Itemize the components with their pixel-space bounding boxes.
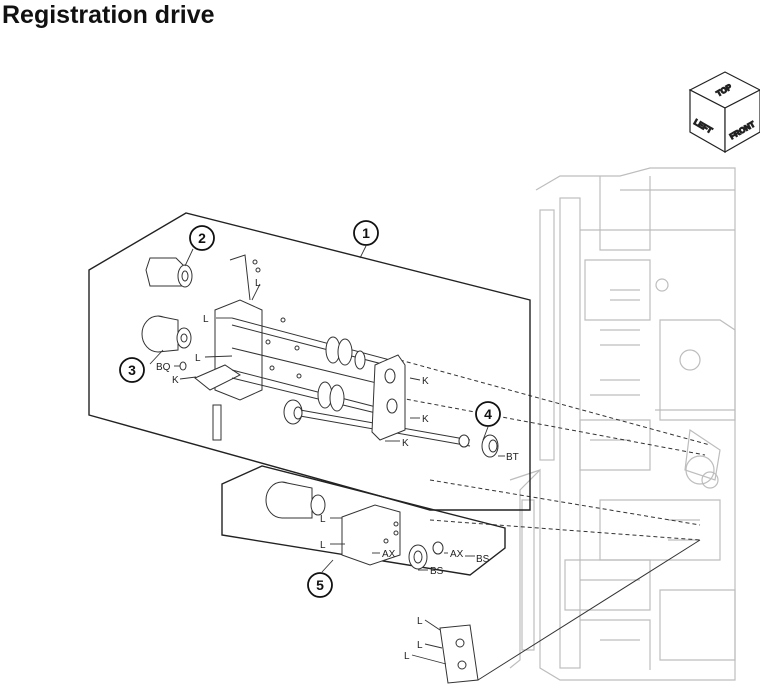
label-l: L [404, 651, 410, 662]
svg-text:5: 5 [316, 577, 324, 593]
label-ax: AX [382, 549, 396, 560]
assembly-1-outline [88, 212, 531, 511]
label-l: L [195, 353, 201, 364]
assembly-5-parts [265, 481, 444, 570]
svg-text:1: 1 [362, 225, 370, 241]
svg-text:3: 3 [128, 362, 136, 378]
label-l: L [417, 616, 423, 627]
label-l: L [320, 540, 326, 551]
orientation-cube: TOP LEFT FRONT [688, 71, 760, 154]
svg-text:2: 2 [198, 230, 206, 246]
label-bt: BT [506, 452, 519, 463]
callout-5: 5 [307, 572, 333, 598]
label-l: L [417, 640, 423, 651]
printer-frame [509, 167, 736, 681]
label-bs: BS [476, 554, 490, 565]
label-l: L [255, 278, 261, 289]
label-ax: AX [450, 549, 464, 560]
callout-2: 2 [189, 225, 215, 251]
label-k: K [402, 438, 409, 449]
label-l: L [203, 314, 209, 325]
callout-4: 4 [475, 401, 501, 427]
part-labels: L L L BQ K K K K BT L L AX AX BS BS L L … [156, 278, 519, 662]
callout-1: 1 [353, 220, 379, 246]
svg-text:4: 4 [484, 406, 492, 422]
page-title: Registration drive [2, 1, 215, 29]
label-l: L [320, 514, 326, 525]
assembly-1-parts [141, 254, 499, 458]
label-bq: BQ [156, 362, 171, 373]
leader-lines [149, 245, 505, 665]
assembly-5-outline [221, 465, 506, 576]
label-k: K [172, 375, 179, 386]
label-k: K [422, 414, 429, 425]
label-k: K [422, 376, 429, 387]
label-bs: BS [430, 566, 444, 577]
dashed-leader-lines [399, 359, 711, 541]
bottom-bracket [439, 539, 701, 684]
callout-3: 3 [119, 357, 145, 383]
